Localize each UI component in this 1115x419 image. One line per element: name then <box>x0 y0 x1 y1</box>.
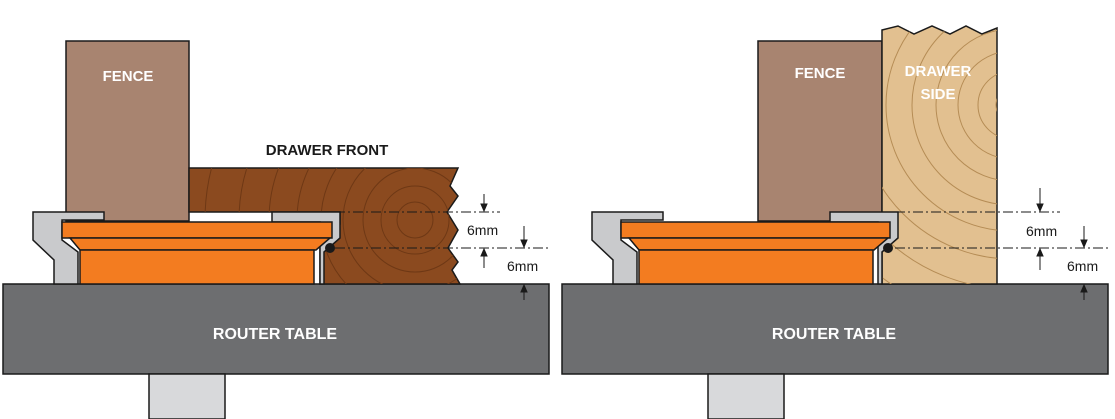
insert-plate <box>591 211 664 285</box>
dimension-lines <box>335 194 548 300</box>
bearing <box>325 243 335 253</box>
router-table <box>2 283 550 375</box>
drawer-side <box>881 25 998 285</box>
router-spindle <box>148 373 226 419</box>
dimension-upper-label: 6mm <box>467 222 498 238</box>
drawer-side-label-line2: SIDE <box>920 86 955 103</box>
router-table-label: ROUTER TABLE <box>213 326 337 343</box>
router-table-label: ROUTER TABLE <box>772 326 896 343</box>
dimension-upper-label: 6mm <box>1026 223 1057 239</box>
dimension-lower-label: 6mm <box>507 258 538 274</box>
dimension-lines <box>895 188 1108 300</box>
fence <box>65 40 190 222</box>
fence <box>757 40 883 222</box>
router-spindle <box>707 373 785 419</box>
insert-plate <box>32 211 105 285</box>
fence-label: FENCE <box>103 68 154 85</box>
fence-label: FENCE <box>795 65 846 82</box>
router-table <box>561 283 1109 375</box>
router-cutter <box>620 221 891 285</box>
bearing <box>883 243 893 253</box>
left-panel: ROUTER TABLE FENCE DRAWER FRONT <box>2 40 550 419</box>
router-cutter <box>61 221 333 285</box>
right-panel: ROUTER TABLE FENCE DRAWER SIDE <box>561 25 1109 419</box>
drawer-front-label: DRAWER FRONT <box>266 142 389 159</box>
drawer-side-label-line1: DRAWER <box>905 63 972 80</box>
dimension-lower-label: 6mm <box>1067 258 1098 274</box>
